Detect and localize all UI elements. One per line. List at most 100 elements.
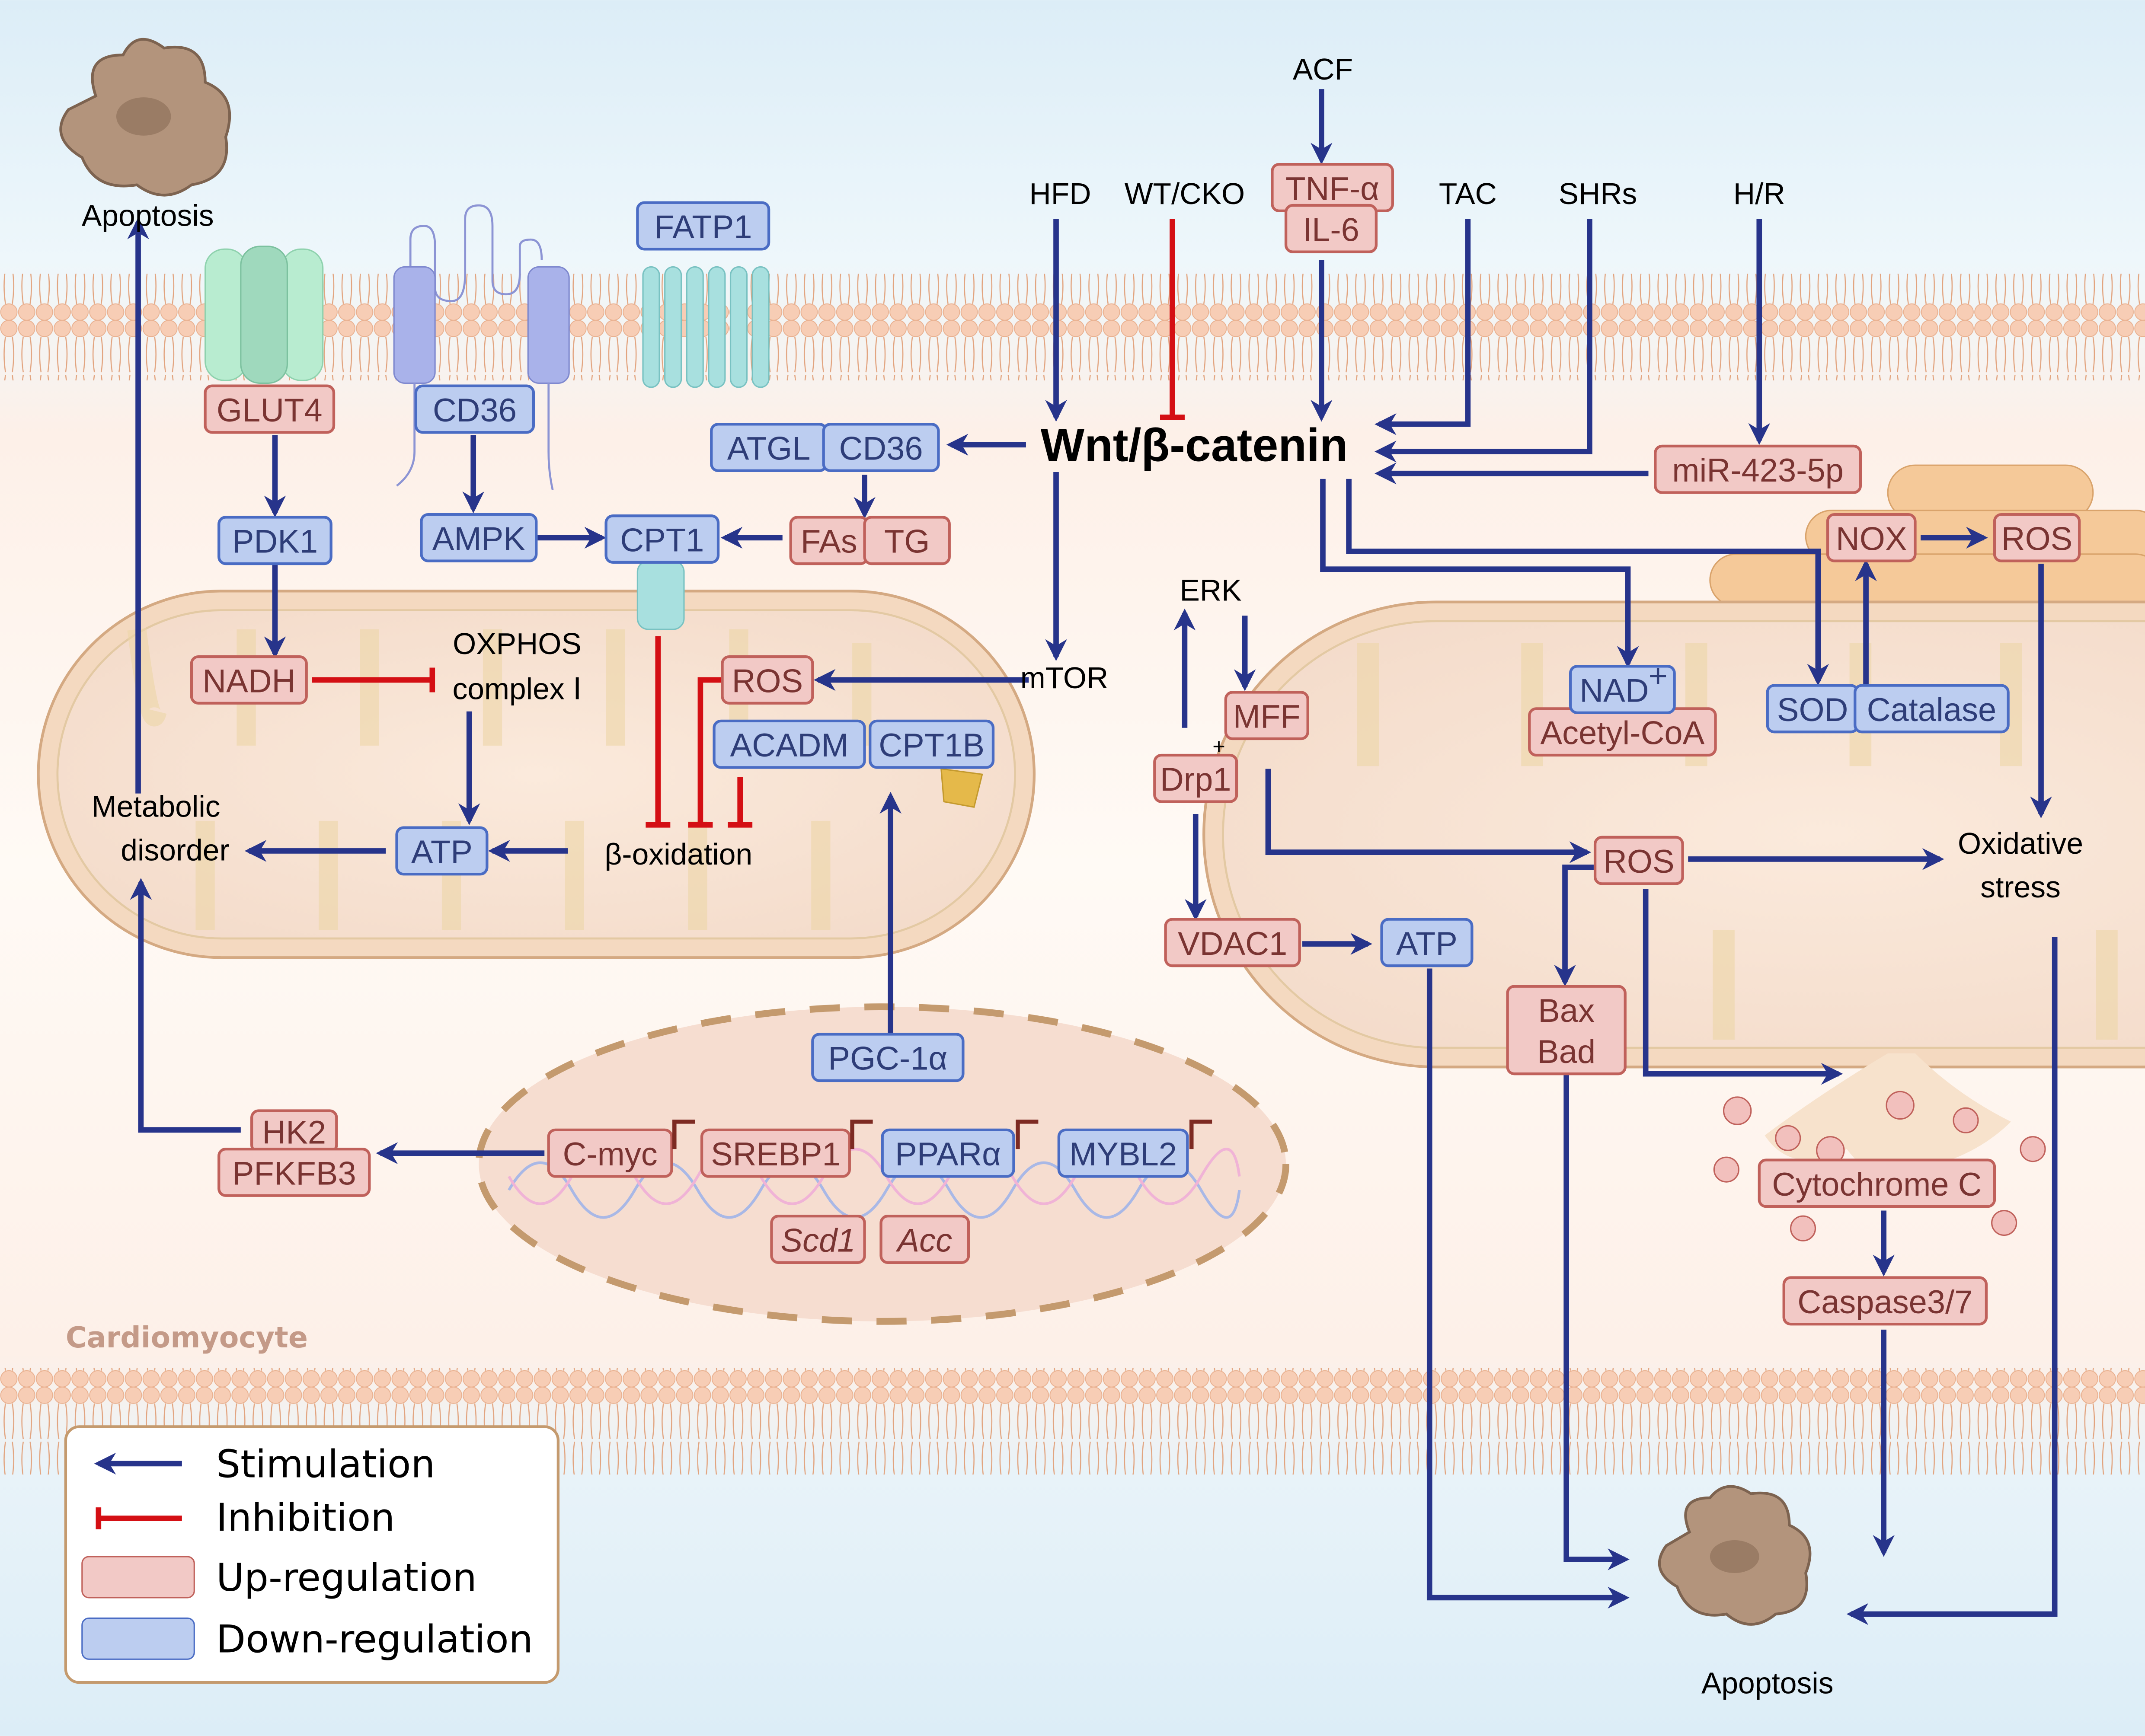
box-cd36-membrane: CD36	[414, 384, 535, 434]
box-nox: NOX	[1826, 513, 1917, 562]
svg-text:NAD: NAD	[1579, 673, 1649, 709]
svg-text:ACADM: ACADM	[730, 727, 848, 764]
svg-text:TG: TG	[884, 523, 930, 560]
apoptosis-label-top: Apoptosis	[82, 199, 214, 233]
legend-down-regulation: Down-regulation	[216, 1617, 533, 1661]
svg-text:miR-423-5p: miR-423-5p	[1672, 452, 1844, 489]
svg-text:CPT1: CPT1	[620, 522, 704, 559]
cytochrome-c-release-icon	[1713, 1053, 2046, 1241]
svg-text:CD36: CD36	[839, 431, 923, 467]
box-sod: SOD	[1766, 684, 1859, 734]
svg-text:PDK1: PDK1	[232, 523, 318, 560]
box-ros-left: ROS	[721, 655, 814, 705]
cell-membrane-top	[0, 274, 2145, 381]
svg-text:CPT1B: CPT1B	[879, 727, 985, 764]
box-pfkfb3: PFKFB3	[217, 1148, 371, 1197]
box-atp-right: ATP	[1380, 918, 1474, 967]
box-c-myc: C-myc	[547, 1128, 673, 1178]
box-ppar-alpha: PPARα	[881, 1128, 1015, 1178]
stimulus-tac: TAC	[1439, 177, 1497, 211]
oxphos-label-1: OXPHOS	[453, 627, 582, 661]
box-drp1: Drp1	[1153, 753, 1238, 803]
svg-text:CD36: CD36	[433, 392, 517, 429]
oxidative-stress-label-1: Oxidative	[1958, 827, 2083, 860]
svg-text:Bax: Bax	[1538, 992, 1595, 1029]
svg-text:+: +	[1648, 657, 1667, 694]
oxphos-label-2: complex Ⅰ	[452, 672, 582, 705]
svg-text:Scd1: Scd1	[780, 1222, 855, 1259]
svg-text:IL-6: IL-6	[1303, 211, 1359, 248]
box-mir-423-5p: miR-423-5p	[1654, 444, 1862, 494]
box-tnf-alpha: TNF-α	[1271, 163, 1394, 212]
box-cytochrome-c: Cytochrome C	[1758, 1158, 1996, 1208]
svg-text:GLUT4: GLUT4	[217, 392, 323, 429]
box-hk2: HK2	[250, 1109, 338, 1153]
box-il6: IL-6	[1284, 204, 1378, 253]
svg-text:Drp1: Drp1	[1160, 761, 1231, 798]
box-acetyl-coa: Acetyl-CoA	[1528, 707, 1717, 757]
atp-synthase-icon	[940, 768, 983, 808]
glut4-transporter-icon	[205, 246, 324, 384]
box-caspase-3-7: Caspase3/7	[1782, 1276, 1988, 1326]
apoptosis-cell-icon-top	[59, 38, 231, 197]
svg-text:VDAC1: VDAC1	[1178, 925, 1287, 962]
box-ros-er: ROS	[1993, 513, 2081, 562]
svg-text:Catalase: Catalase	[1867, 692, 1997, 728]
fatp1-transporter-icon	[642, 266, 770, 388]
legend-inhibition: Inhibition	[216, 1495, 395, 1540]
svg-text:HK2: HK2	[262, 1114, 326, 1151]
svg-text:Acc: Acc	[896, 1222, 953, 1259]
box-fas: FAs	[789, 516, 869, 565]
erk-label: ERK	[1180, 573, 1241, 607]
svg-text:Caspase3/7: Caspase3/7	[1797, 1284, 1972, 1321]
svg-text:Bad: Bad	[1537, 1034, 1595, 1070]
box-fatp1: FATP1	[636, 201, 770, 251]
legend: Stimulation Inhibition Up-regulation Dow…	[64, 1425, 560, 1684]
legend-stimulation: Stimulation	[216, 1442, 435, 1487]
box-cpt1b: CPT1B	[869, 719, 995, 769]
wnt-beta-catenin-hub: Wnt/β-catenin	[1041, 419, 1348, 471]
stimulus-hr: H/R	[1733, 177, 1785, 211]
svg-text:PFKFB3: PFKFB3	[232, 1155, 356, 1192]
svg-text:NADH: NADH	[202, 663, 295, 699]
box-mff: MFF	[1224, 691, 1309, 740]
svg-text:ROS: ROS	[732, 663, 803, 699]
box-pgc-1alpha: PGC-1α	[811, 1033, 965, 1082]
stimulus-shrs: SHRs	[1559, 177, 1637, 211]
svg-text:ATP: ATP	[1396, 925, 1458, 962]
stimulus-acf: ACF	[1293, 52, 1353, 86]
beta-oxidation-label: β-oxidation	[604, 837, 752, 871]
svg-text:MFF: MFF	[1233, 699, 1301, 735]
oxidative-stress-label-2: stress	[1980, 870, 2061, 904]
box-nadh: NADH	[190, 655, 308, 705]
svg-text:Acetyl-CoA: Acetyl-CoA	[1541, 715, 1705, 752]
box-glut4: GLUT4	[204, 384, 336, 434]
stimulus-hfd: HFD	[1029, 177, 1091, 211]
svg-text:PGC-1α: PGC-1α	[828, 1040, 947, 1077]
svg-text:ATGL: ATGL	[727, 431, 811, 467]
box-srebp1: SREBP1	[700, 1128, 851, 1178]
svg-text:PPARα: PPARα	[895, 1136, 1001, 1173]
stimulus-wt-cko: WT/CKO	[1125, 177, 1245, 211]
box-mybl2: MYBL2	[1057, 1128, 1189, 1178]
legend-up-regulation: Up-regulation	[216, 1555, 477, 1600]
metabolic-disorder-label-1: Metabolic	[92, 789, 221, 823]
svg-text:MYBL2: MYBL2	[1069, 1136, 1177, 1173]
cpt1-channel-icon	[636, 560, 685, 630]
apoptosis-label-bottom: Apoptosis	[1701, 1666, 1834, 1700]
box-cd36: CD36	[822, 423, 940, 472]
box-vdac1: VDAC1	[1164, 918, 1301, 967]
box-ros-right: ROS	[1593, 836, 1684, 885]
svg-text:C-myc: C-myc	[563, 1136, 657, 1173]
box-ampk: AMPK	[420, 513, 538, 562]
box-nad-plus: NAD+	[1569, 657, 1676, 715]
cd36-receptor-icon	[393, 204, 570, 490]
apoptosis-cell-icon-bottom	[1658, 1485, 1812, 1626]
metabolic-disorder-label-2: disorder	[121, 833, 229, 867]
box-cpt1: CPT1	[604, 514, 720, 564]
box-catalase: Catalase	[1854, 684, 2010, 734]
cardiomyocyte-label: Cardiomyocyte	[66, 1321, 308, 1354]
svg-text:SREBP1: SREBP1	[711, 1136, 841, 1173]
